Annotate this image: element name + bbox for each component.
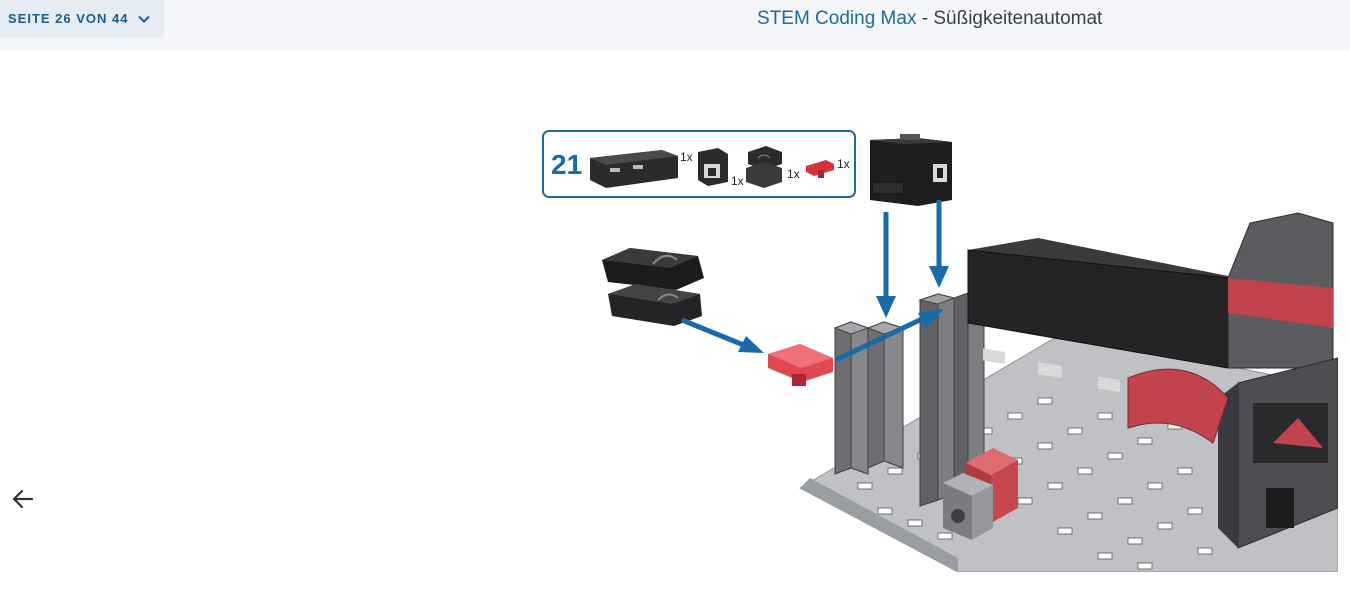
svg-text:1x: 1x — [837, 157, 850, 171]
right-post-pair — [918, 292, 985, 507]
assembly-arrows — [681, 200, 949, 363]
product-name: STEM Coding Max — [757, 8, 917, 29]
top-bar: SEITE 26 VON 44 STEM Coding Max - Süßigk… — [0, 0, 1350, 50]
dark-cube — [870, 134, 952, 206]
clip-block-left — [602, 248, 704, 326]
left-post-pair — [833, 321, 905, 475]
document-subtitle: Süßigkeitenautomat — [933, 8, 1103, 29]
red-clip-icon — [806, 160, 834, 178]
page-selector[interactable]: SEITE 26 VON 44 — [0, 0, 164, 37]
top-beam — [967, 238, 1238, 409]
grey-cube — [943, 473, 993, 540]
double-block-icon — [746, 146, 782, 188]
svg-text:1x: 1x — [731, 174, 744, 188]
plate-holes — [857, 397, 1213, 570]
red-clip-part — [768, 344, 833, 386]
document-title: STEM Coding Max - Süßigkeitenautomat — [757, 8, 1103, 29]
machine-housing — [1218, 212, 1338, 549]
socket-block-icon — [698, 148, 728, 186]
page-indicator: SEITE 26 VON 44 — [8, 11, 129, 26]
step-number: 21 — [551, 149, 582, 180]
assembly-illustration: 21 1x 1x 1x 1x — [542, 130, 1338, 572]
svg-text:1x: 1x — [680, 150, 693, 164]
parts-callout: 21 1x 1x 1x 1x — [542, 130, 856, 198]
chevron-down-icon — [137, 15, 150, 23]
svg-text:1x: 1x — [787, 167, 800, 181]
red-gear-part — [1127, 368, 1229, 444]
arrow-left-icon[interactable] — [10, 486, 36, 512]
beam-part-icon — [590, 150, 678, 188]
